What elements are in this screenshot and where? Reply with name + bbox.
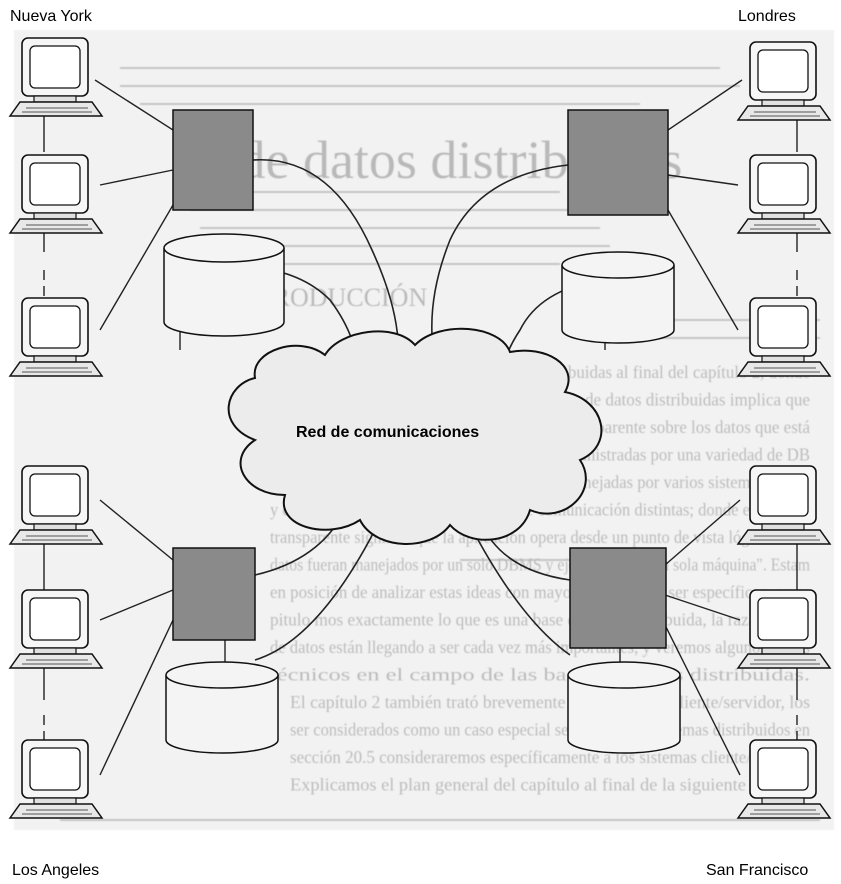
background-paragraph-line: datos fueran manejados por un solo DBMS … bbox=[270, 555, 810, 575]
city-label-los-angeles: Los Angeles bbox=[12, 862, 100, 879]
workstation bbox=[8, 465, 104, 545]
database-london bbox=[561, 251, 675, 344]
database-new-york bbox=[163, 233, 285, 337]
workstation bbox=[8, 739, 104, 819]
network-label: Red de comunicaciones bbox=[296, 424, 479, 441]
workstation bbox=[8, 154, 104, 234]
server-los-angeles bbox=[172, 547, 256, 641]
workstation bbox=[8, 297, 104, 377]
workstation bbox=[736, 739, 832, 819]
database-san-francisco bbox=[567, 661, 681, 754]
background-paragraph-line: en posición de analizar estas ideas con … bbox=[270, 582, 810, 602]
database-los-angeles bbox=[165, 661, 279, 754]
server-new-york bbox=[172, 109, 254, 211]
background-paragraph-line: técnicos en el campo de las bases de dat… bbox=[270, 665, 810, 685]
city-label-london: Londres bbox=[738, 8, 796, 25]
workstation bbox=[736, 41, 832, 121]
background-paragraph-line: pitulo mos exactamente lo que es una bas… bbox=[270, 610, 810, 630]
workstations bbox=[8, 37, 832, 819]
workstation bbox=[8, 37, 104, 117]
workstation bbox=[8, 589, 104, 669]
background-paragraph-line: transparente significa que la aplicación… bbox=[270, 527, 810, 547]
workstation bbox=[736, 154, 832, 234]
background-paragraph-line: de datos están llegando a ser cada vez m… bbox=[270, 637, 810, 657]
workstation bbox=[736, 465, 832, 545]
city-label-san-francisco: San Francisco bbox=[706, 862, 809, 879]
city-label-new-york: Nueva York bbox=[10, 8, 92, 25]
background-paragraph-line: Explicamos el plan general del capítulo … bbox=[290, 775, 810, 795]
background-paragraph-line: El capítulo 2 también trató brevemente a… bbox=[290, 692, 810, 712]
background-paragraph-line: ser considerados como un caso especial s… bbox=[290, 720, 810, 740]
workstation bbox=[736, 589, 832, 669]
workstation bbox=[736, 297, 832, 377]
server-san-francisco bbox=[569, 547, 667, 649]
network-cloud: Red de comunicaciones bbox=[227, 327, 603, 545]
server-london bbox=[567, 109, 669, 216]
background-paragraph-line: sección 20.5 consideraremos específicame… bbox=[290, 747, 810, 767]
